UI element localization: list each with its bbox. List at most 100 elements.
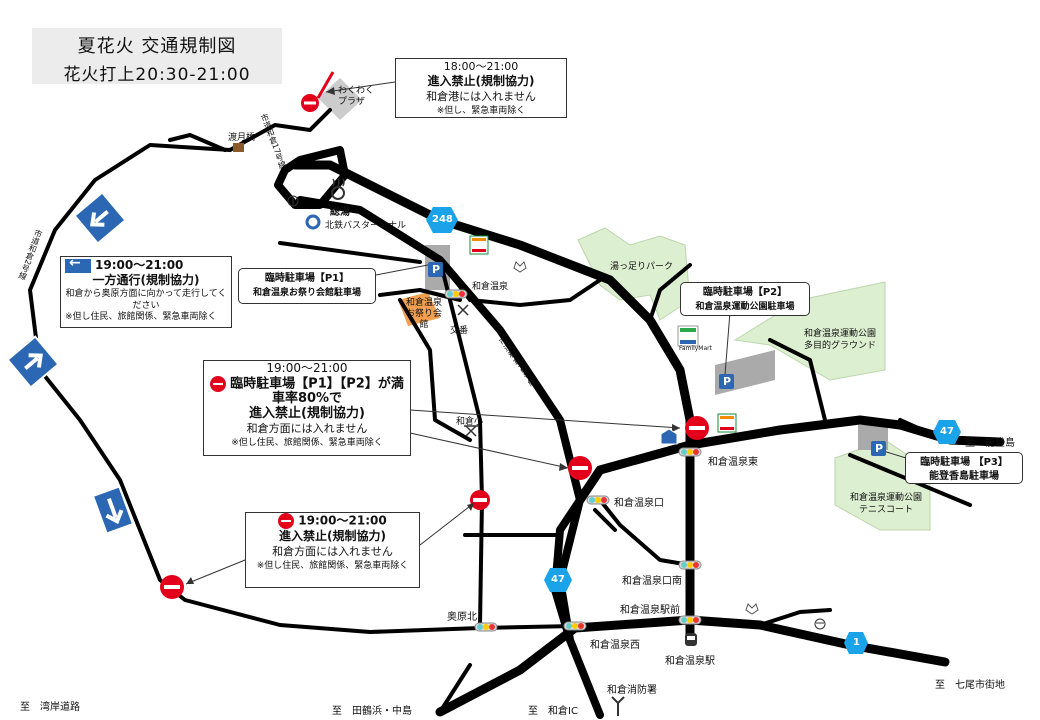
parking-icon-p1 bbox=[428, 262, 443, 277]
callout-oneway: 19:00～21:00 一方通行(規制協力) 和倉から奥原方面に向かって走行して… bbox=[60, 256, 232, 328]
label-fire-station: 和倉消防署 bbox=[607, 685, 657, 696]
label-onsen-guchi: 和倉温泉口 bbox=[614, 498, 664, 509]
dest-tatsuruhama: 至 田鶴浜・中島 bbox=[332, 706, 412, 717]
label-onsen-guchi-minami: 和倉温泉口南 bbox=[622, 576, 682, 587]
callout-parking-full: 19:00～21:00 臨時駐車場【P1】【P2】が満車率80%で 進入禁止(規… bbox=[203, 360, 411, 456]
route-47b-label: 47 bbox=[940, 426, 954, 437]
callout-pointers bbox=[165, 81, 907, 585]
bridge-icon bbox=[233, 143, 244, 152]
callout-parking-full-time: 19:00～21:00 bbox=[266, 361, 348, 375]
label-wakura-sho: 和倉小 bbox=[456, 417, 484, 427]
p1-line2: 和倉温泉お祭り会館駐車場 bbox=[252, 288, 361, 298]
p1-line1: 臨時駐車場【P1】 bbox=[264, 273, 350, 284]
label-onsen-ekimae: 和倉温泉駅前 bbox=[620, 605, 680, 616]
callout-parking-full-head2: 進入禁止(規制協力) bbox=[249, 406, 365, 421]
port-barrier-line bbox=[316, 71, 335, 99]
shrine-icon-1 bbox=[513, 261, 527, 273]
callout-oneway-time: 19:00～21:00 bbox=[95, 258, 184, 272]
callout-okuhara-body: 和倉方面には入れません bbox=[272, 545, 393, 558]
school-icon bbox=[464, 425, 478, 437]
p2-line2: 和倉温泉運動公園駐車場 bbox=[695, 302, 795, 312]
callout-okuhara-time: 19:00～21:00 bbox=[298, 513, 387, 528]
label-watarizuki: 渡月橋 bbox=[228, 133, 256, 143]
no-entry-icon-east bbox=[685, 416, 709, 440]
oneway-sign-low bbox=[91, 485, 135, 535]
route-shield-248 bbox=[426, 207, 458, 233]
label-sports-park: 和倉温泉運動公園 多目的グラウンド bbox=[803, 329, 876, 351]
callout-oneway-body: 和倉から奥原方面に向かって走行してください bbox=[65, 289, 227, 311]
no-entry-icon-port bbox=[301, 94, 319, 112]
label-okuhara-kita: 奥原北 bbox=[447, 612, 477, 623]
callout-port: 18:00～21:00 進入禁止(規制協力) 和倉港には入れません ※但し、緊急… bbox=[395, 58, 567, 118]
parking-box-p1: 臨時駐車場【P1】 和倉温泉お祭り会館駐車場 bbox=[238, 268, 376, 304]
label-tennis: 和倉温泉運動公園 テニスコート bbox=[849, 493, 922, 515]
route-shield-1 bbox=[844, 632, 868, 654]
title-sub: 花火打上20:30-21:00 bbox=[63, 65, 251, 85]
route-shield-47a bbox=[544, 568, 572, 592]
bus-terminal-icon bbox=[305, 214, 321, 230]
convenience-store-icon-2 bbox=[717, 413, 737, 433]
label-onsen-nishi: 和倉温泉西 bbox=[590, 640, 640, 651]
dest-coast: 至 湾岸道路 bbox=[20, 702, 80, 713]
road-248 bbox=[290, 160, 695, 645]
oneway-sign-mid bbox=[6, 335, 60, 389]
road-47-loop bbox=[551, 496, 584, 644]
callout-parking-full-head: 臨時駐車場【P1】【P2】が満車率80%で bbox=[230, 376, 404, 406]
route-47a-label: 47 bbox=[551, 574, 565, 585]
p3-letter: P bbox=[875, 442, 884, 455]
oneway-sign-top bbox=[73, 191, 127, 245]
no-entry-icon-road72 bbox=[568, 456, 592, 480]
route-1-label: 1 bbox=[853, 637, 860, 648]
traffic-lights bbox=[444, 289, 702, 632]
police-box-icon bbox=[660, 428, 678, 445]
title-main: 夏花火 交通規制図 bbox=[77, 36, 237, 57]
label-omatsuri: 和倉温泉 お祭り会館 bbox=[405, 298, 442, 330]
hot-spring-icon bbox=[331, 178, 345, 200]
callout-port-time: 18:00～21:00 bbox=[443, 60, 519, 73]
callout-okuhara-head: 進入禁止(規制協力) bbox=[279, 529, 386, 543]
parking-icon-p2 bbox=[719, 374, 734, 389]
label-familymart: FamilyMart bbox=[679, 345, 712, 352]
fire-station-icon bbox=[611, 696, 625, 716]
label-bus-terminal: 北鉄バスターミナル bbox=[325, 221, 407, 231]
label-onsen-eki: 和倉温泉駅 bbox=[665, 656, 715, 667]
parking-box-p2: 臨時駐車場【P2】 和倉温泉運動公園駐車場 bbox=[680, 282, 810, 316]
label-wakuwaku: わくわくプラザ bbox=[338, 86, 375, 107]
p2-line1: 臨時駐車場【P2】 bbox=[702, 287, 788, 298]
route-shield-47b bbox=[933, 420, 961, 444]
callout-port-head: 進入禁止(規制協力) bbox=[427, 74, 535, 88]
parking-box-p3: 臨時駐車場 【P3】 能登香島駐車場 bbox=[905, 452, 1023, 484]
secondary-roads bbox=[28, 108, 972, 714]
label-koban: 交番 bbox=[450, 326, 469, 336]
post-icon bbox=[814, 618, 826, 630]
p2-letter: P bbox=[723, 375, 732, 388]
convenience-store-icon-1 bbox=[469, 235, 489, 255]
no-entry-icon-legend bbox=[210, 376, 227, 392]
familymart-icon bbox=[677, 325, 699, 347]
dest-notojima: 至 能登島 bbox=[965, 438, 1015, 449]
road-core-loop bbox=[274, 146, 349, 209]
callout-okuhara-note: ※但し住民、旅館関係、緊急車両除く bbox=[256, 561, 409, 571]
callout-port-body: 和倉港には入れません bbox=[426, 90, 536, 103]
label-wakura-onsen: 和倉温泉 bbox=[472, 282, 509, 292]
callout-parking-full-note: ※但し住民、旅館関係、緊急車両除く bbox=[231, 438, 383, 448]
label-soyu: 総湯 bbox=[330, 207, 350, 218]
callout-okuhara: 19:00～21:00 進入禁止(規制協力) 和倉方面には入れません ※但し住民… bbox=[245, 512, 420, 588]
p1-letter: P bbox=[432, 263, 441, 276]
pointer-arrowheads bbox=[186, 87, 680, 584]
p3-line2: 能登香島駐車場 bbox=[929, 471, 999, 482]
koban-icon bbox=[457, 304, 469, 316]
bus-stop-icon bbox=[287, 195, 299, 207]
callout-oneway-note: ※但し住民、旅館関係、緊急車両除く bbox=[65, 312, 217, 322]
no-entry-icon-school bbox=[470, 490, 490, 510]
parking-icon-p3 bbox=[871, 441, 886, 456]
oneway-arrow-icon bbox=[65, 256, 91, 273]
dest-nanao: 至 七尾市街地 bbox=[935, 680, 1005, 691]
map-title: 夏花火 交通規制図 花火打上20:30-21:00 bbox=[32, 28, 282, 85]
callout-port-note: ※但し、緊急車両除く bbox=[436, 106, 526, 116]
no-entry-icon-west bbox=[160, 575, 184, 599]
shrine-icon-2 bbox=[745, 603, 759, 615]
dest-wakura-ic: 至 和倉IC bbox=[528, 706, 578, 717]
label-onsen-higashi: 和倉温泉東 bbox=[708, 457, 758, 468]
callout-parking-full-body: 和倉方面には入れません bbox=[246, 422, 368, 435]
